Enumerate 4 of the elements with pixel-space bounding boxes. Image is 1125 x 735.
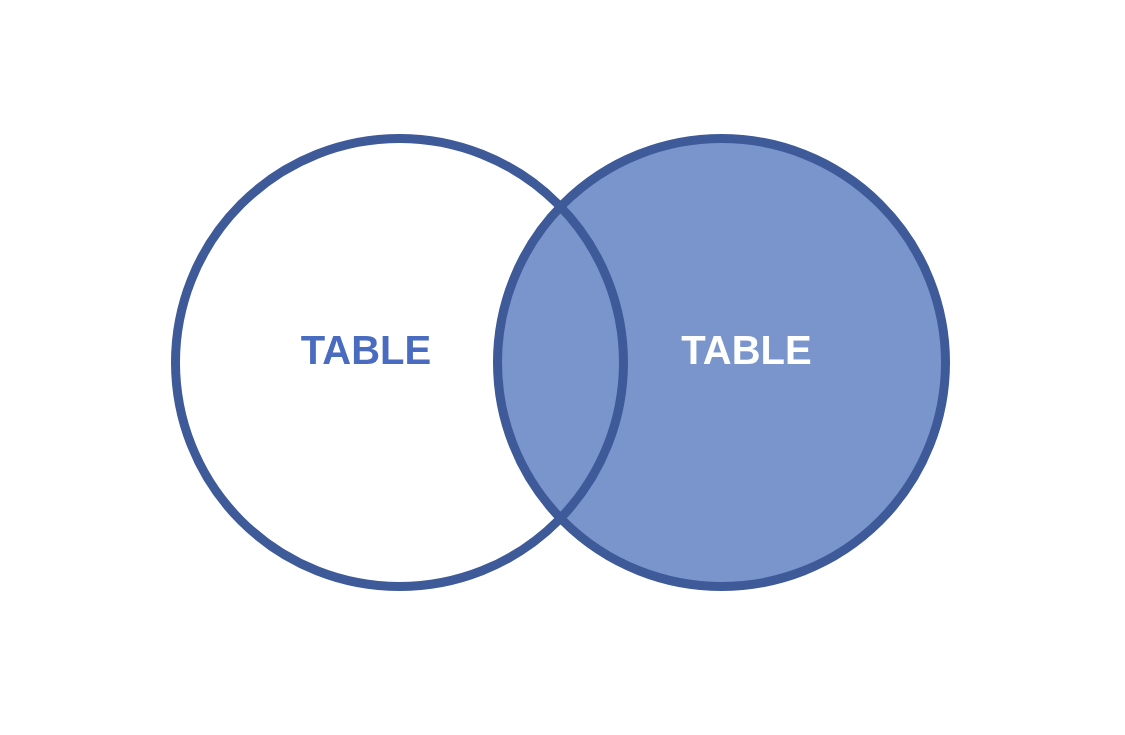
set-label: TABLE: [300, 329, 432, 370]
set-circle: [170, 134, 628, 591]
set-label: TABLE: [681, 329, 812, 370]
set-circle: [493, 134, 950, 591]
